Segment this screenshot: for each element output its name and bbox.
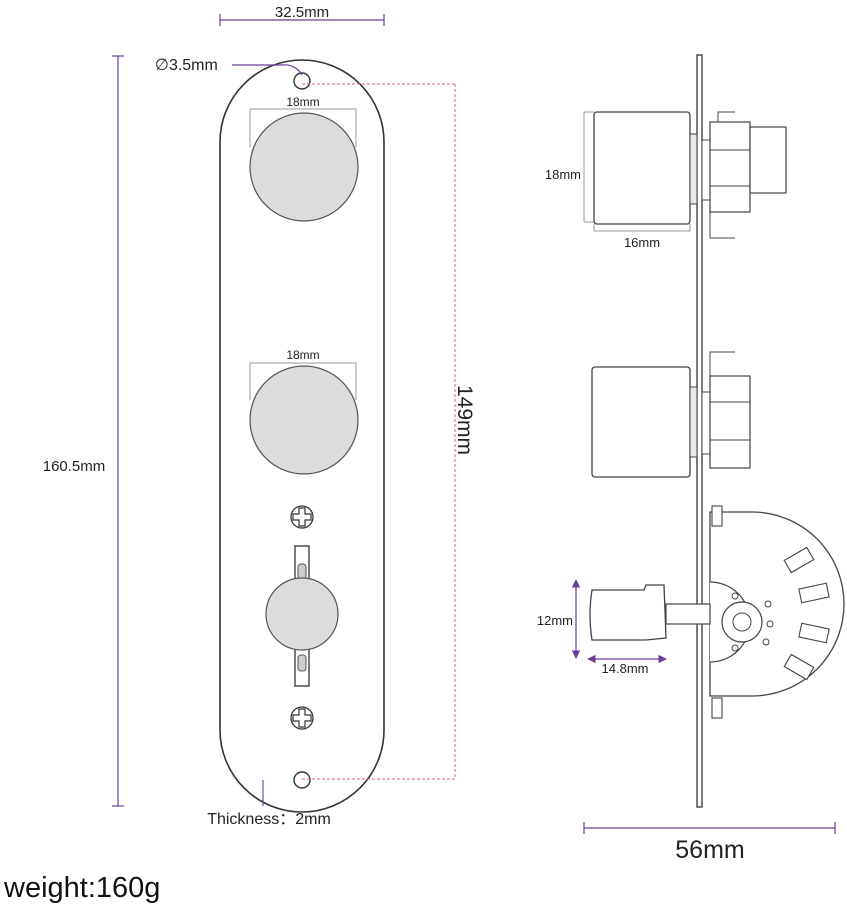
front-knob-2: 18mm	[249, 348, 359, 475]
switch-tip-height-dimension: 12mm	[537, 579, 581, 659]
weight-label: weight:160g	[4, 872, 161, 904]
hole-spacing-dimension: 149mm	[302, 83, 476, 780]
top-width-dimension: 32.5mm	[219, 4, 385, 26]
hole-diameter-label: ∅3.5mm	[155, 57, 218, 74]
hole-diameter-dimension: ∅3.5mm	[155, 57, 303, 76]
plate-edge	[696, 54, 703, 808]
side-knob-height-dimension: 18mm	[545, 111, 594, 223]
side-knob-depth-label: 16mm	[624, 235, 660, 250]
front-view: 32.5mm ∅3.5mm 18mm 18mm	[43, 4, 476, 828]
side-knob-2	[591, 366, 691, 478]
hole-spacing-label: 149mm	[453, 385, 476, 455]
side-knob-1	[593, 111, 691, 225]
switch-tip-length-label: 14.8mm	[602, 661, 649, 676]
knob2-circle	[249, 365, 359, 475]
height-total-label: 160.5mm	[43, 458, 106, 475]
side-knob-height-label: 18mm	[545, 167, 581, 182]
side-selector-switch	[589, 505, 845, 719]
switch-slot	[265, 545, 339, 687]
front-knob-1: 18mm	[249, 95, 359, 222]
knob1-circle	[249, 112, 359, 222]
thickness-dimension: Thickness：2mm	[207, 780, 331, 828]
bottom-mounting-hole	[293, 771, 311, 789]
switch-tip-length-dimension: 14.8mm	[587, 654, 667, 676]
side-view: 18mm 16mm	[537, 54, 845, 864]
side-pot-2	[591, 351, 751, 478]
switch-tip-circle	[265, 577, 339, 651]
switch-tip-height-label: 12mm	[537, 613, 573, 628]
switch-tip-side	[589, 584, 667, 641]
top-width-label: 32.5mm	[275, 4, 329, 21]
screw-top	[290, 505, 314, 529]
knob2-width-label: 18mm	[286, 348, 319, 362]
top-mounting-hole	[293, 72, 311, 90]
side-depth-label: 56mm	[675, 836, 744, 864]
thickness-label: Thickness：2mm	[207, 811, 331, 828]
knob1-width-label: 18mm	[286, 95, 319, 109]
height-total-dimension: 160.5mm	[43, 55, 124, 807]
screw-bottom	[290, 706, 314, 730]
side-pot-1	[593, 111, 787, 239]
side-knob-depth-dimension: 16mm	[593, 224, 691, 250]
side-depth-dimension: 56mm	[583, 822, 836, 864]
